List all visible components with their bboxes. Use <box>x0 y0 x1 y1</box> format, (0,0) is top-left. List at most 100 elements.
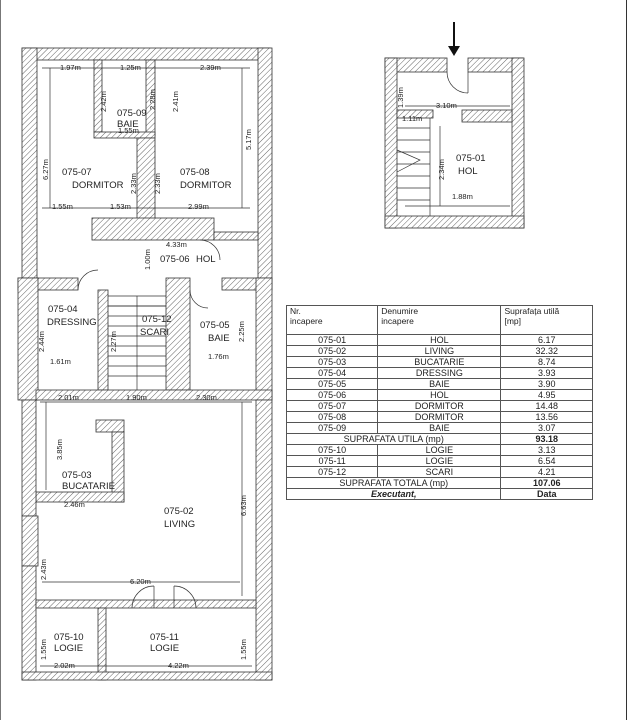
table-cell: LOGIE <box>377 455 502 467</box>
area-table: Nr. incapere Denumire incapere Suprafața… <box>285 305 593 500</box>
dimension-label: 3.10m <box>436 101 457 110</box>
table-cell: 075-08 <box>285 411 379 423</box>
table-cell: LIVING <box>377 345 502 357</box>
table-cell: 6.54 <box>500 455 593 467</box>
room-name: LOGIE <box>150 643 179 654</box>
room-code: 075-11 <box>150 632 179 643</box>
dimension-label: 1.55m <box>39 639 48 660</box>
total-row: SUPRAFATA TOTALA (mp) 107.06 <box>285 477 593 489</box>
room-name: LOGIE <box>54 643 83 654</box>
table-cell: 075-01 <box>285 334 379 346</box>
room-code: 075-08 <box>180 167 210 178</box>
dimension-label: 2.34m <box>437 159 446 180</box>
room-code: 075-07 <box>62 167 92 178</box>
room-code: 075-02 <box>164 506 194 517</box>
room-name: HOL <box>196 254 216 265</box>
dimension-label: 2.39m <box>200 63 221 72</box>
table-cell: 075-11 <box>285 455 379 467</box>
dimension-label: 2.43m <box>39 559 48 580</box>
table-cell: 075-09 <box>285 422 379 434</box>
table-cell: 075-03 <box>285 356 379 368</box>
room-code: 075-09 <box>117 108 147 119</box>
dimension-label: 1.11m <box>402 114 422 123</box>
dimension-label: 2.28m <box>148 89 157 110</box>
dimension-label: 1.55m <box>118 126 139 135</box>
dimension-label: 1.61m <box>50 357 71 366</box>
subtotal-value: 93.18 <box>500 433 593 445</box>
table-cell: BUCATARIE <box>377 356 502 368</box>
page-edge-right <box>626 0 627 720</box>
room-code: 075-10 <box>54 632 84 643</box>
executant-row: Executant, Data <box>285 488 593 500</box>
dimension-label: 2.02m <box>54 661 75 670</box>
dimension-label: 1.55m <box>52 202 73 211</box>
table-cell: 3.90 <box>500 378 593 390</box>
table-cell: DORMITOR <box>377 411 502 423</box>
table-cell: 8.74 <box>500 356 593 368</box>
dimension-label: 1.76m <box>208 352 229 361</box>
table-cell: 14.48 <box>500 400 593 412</box>
dimension-label: 1.53m <box>110 202 131 211</box>
dimension-label: 2.01m <box>58 393 79 402</box>
dimension-label: 1.88m <box>452 192 473 201</box>
dimension-label: 1.90m <box>126 393 147 402</box>
dimension-label: 3.85m <box>55 439 64 460</box>
table-cell: BAIE <box>377 378 502 390</box>
table-cell: DORMITOR <box>377 400 502 412</box>
dimension-label: 2.27m <box>109 331 118 352</box>
table-cell: 4.95 <box>500 389 593 401</box>
table-cell: 075-12 <box>285 466 379 478</box>
dimension-label: 2.33m <box>129 173 138 194</box>
table-cell: 6.17 <box>500 334 593 346</box>
table-cell: DRESSING <box>377 367 502 379</box>
table-cell: 32.32 <box>500 345 593 357</box>
table-cell: 4.21 <box>500 466 593 478</box>
total-value: 107.06 <box>500 477 593 489</box>
room-code: 075-12 <box>142 314 172 325</box>
dimension-label: 6.63m <box>239 495 248 516</box>
dimension-label: 2.42m <box>99 91 108 112</box>
room-code: 075-04 <box>48 304 78 315</box>
entrance-arrow-icon <box>448 22 460 56</box>
room-name: HOL <box>458 166 478 177</box>
dimension-label: 2.33m <box>153 173 162 194</box>
table-cell: BAIE <box>377 422 502 434</box>
entrance-plan-walls <box>384 57 525 229</box>
room-name: DRESSING <box>47 317 97 328</box>
date-label: Data <box>500 488 593 500</box>
table-cell: 075-06 <box>285 389 379 401</box>
room-name: DORMITOR <box>72 180 124 191</box>
room-code: 075-06 <box>160 254 190 265</box>
table-header-row: Nr. incapere Denumire incapere Suprafața… <box>285 305 593 335</box>
room-name: LIVING <box>164 519 195 530</box>
table-cell: HOL <box>377 389 502 401</box>
dimension-label: 4.22m <box>168 661 189 670</box>
dimension-label: 1.00m <box>143 249 152 270</box>
table-cell: 3.07 <box>500 422 593 434</box>
main-plan-walls <box>17 47 273 681</box>
table-cell: 075-02 <box>285 345 379 357</box>
table-cell: 075-07 <box>285 400 379 412</box>
page-edge-left <box>0 0 1 720</box>
table-cell: 075-05 <box>285 378 379 390</box>
dimension-label: 2.41m <box>171 91 180 112</box>
room-name: BUCATARIE <box>62 481 115 492</box>
executant-label: Executant, <box>285 488 502 500</box>
dimension-label: 1.97m <box>60 63 81 72</box>
dimension-label: 1.55m <box>239 639 248 660</box>
dimension-label: 2.30m <box>196 393 217 402</box>
dimension-label: 6.20m <box>130 577 151 586</box>
table-cell: SCARI <box>377 466 502 478</box>
